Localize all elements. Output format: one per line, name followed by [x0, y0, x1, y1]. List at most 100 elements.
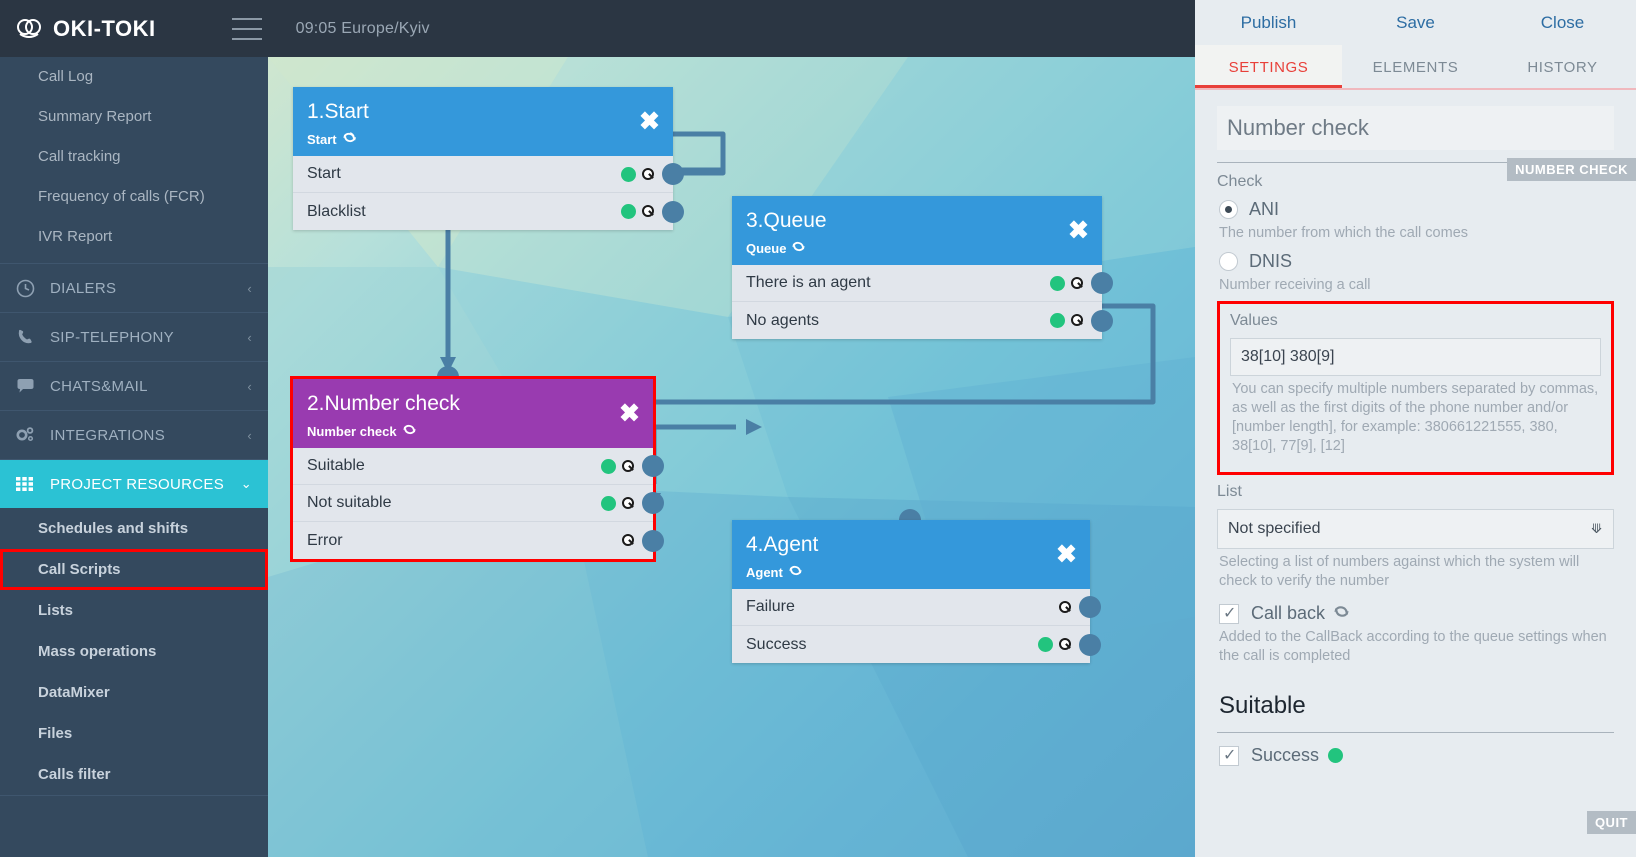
output-port[interactable]	[642, 529, 664, 552]
refresh-icon[interactable]	[789, 564, 802, 580]
radio-ani[interactable]	[1219, 200, 1238, 219]
list-select[interactable]: Not specified	[1217, 509, 1614, 549]
output-port[interactable]	[1079, 633, 1101, 656]
refresh-icon[interactable]	[402, 423, 416, 439]
sidebar-item-lists[interactable]: Lists	[38, 602, 74, 619]
key-icon[interactable]	[621, 459, 634, 473]
port-label: Failure	[746, 598, 795, 615]
sidebar: Call Log Summary Report Call tracking Fr…	[0, 57, 268, 857]
sidebar-item-datamixer[interactable]: DataMixer	[38, 684, 110, 701]
sidebar-item-call-log[interactable]: Call Log	[38, 68, 94, 85]
sidebar-item-mass-operations[interactable]: Mass operations	[38, 643, 157, 660]
callback-checkbox[interactable]	[1219, 603, 1239, 624]
tab-history[interactable]: HISTORY	[1527, 59, 1598, 76]
output-port[interactable]	[642, 455, 664, 477]
sidebar-group-chats-mail[interactable]: CHATS&MAIL ‹	[0, 362, 268, 411]
flowchart-canvas[interactable]: 1.Start Start ✖ Start Blacklist	[268, 57, 1195, 857]
node-port-row[interactable]: Error	[293, 522, 664, 559]
sidebar-item-frequency-of-calls[interactable]: Frequency of calls (FCR)	[38, 188, 205, 205]
port-label: Suitable	[307, 457, 365, 474]
phone-icon	[14, 326, 36, 348]
success-checkbox-row[interactable]: Success	[1219, 745, 1614, 766]
callback-checkbox-row[interactable]: Call back	[1219, 603, 1614, 624]
refresh-icon[interactable]	[1334, 603, 1349, 624]
element-title-input[interactable]	[1217, 106, 1614, 150]
output-port[interactable]	[662, 200, 684, 223]
panel-body: NUMBER CHECK Check ANI The number from w…	[1195, 90, 1636, 834]
output-port[interactable]	[1079, 596, 1101, 618]
chevron-left-icon: ‹	[247, 378, 252, 394]
output-port[interactable]	[662, 163, 684, 185]
sidebar-group-project-resources[interactable]: PROJECT RESOURCES ⌄	[0, 460, 268, 508]
success-label: Success	[1251, 745, 1344, 766]
key-icon[interactable]	[621, 496, 634, 510]
top-bar: OKI-TOKI 09:05 Europe/Kyiv	[0, 0, 1195, 57]
sidebar-item-ivr-report[interactable]: IVR Report	[38, 228, 113, 245]
close-x-icon[interactable]: ✖	[619, 399, 640, 427]
key-icon[interactable]	[1058, 600, 1071, 614]
gears-icon	[14, 424, 36, 446]
success-checkbox[interactable]	[1219, 745, 1239, 766]
values-section-highlight: Values You can specify multiple numbers …	[1217, 301, 1614, 475]
tab-elements[interactable]: ELEMENTS	[1372, 59, 1459, 76]
sidebar-item-call-scripts[interactable]: Call Scripts	[0, 549, 268, 590]
close-button[interactable]: Close	[1540, 12, 1585, 32]
sidebar-group-integrations[interactable]: INTEGRATIONS ‹	[0, 411, 268, 460]
refresh-icon[interactable]	[342, 131, 356, 147]
key-icon[interactable]	[1070, 276, 1083, 290]
clock-icon	[14, 277, 36, 299]
node-port-row[interactable]: There is an agent	[732, 265, 1113, 302]
flow-node-agent[interactable]: 4.Agent Agent ✖ Failure Success	[732, 520, 1101, 663]
output-port[interactable]	[1091, 272, 1113, 294]
status-dot-green	[1050, 275, 1065, 291]
flow-node-start[interactable]: 1.Start Start ✖ Start Blacklist	[293, 87, 684, 230]
brand[interactable]: OKI-TOKI	[14, 14, 156, 44]
sidebar-item-schedules-and-shifts[interactable]: Schedules and shifts	[38, 520, 189, 537]
settings-panel: Publish Save Close SETTINGS ELEMENTS HIS…	[1195, 0, 1636, 857]
key-icon[interactable]	[621, 534, 634, 547]
port-label: Start	[307, 165, 341, 182]
port-controls	[1050, 309, 1113, 332]
save-button[interactable]: Save	[1396, 12, 1435, 32]
output-port[interactable]	[1091, 309, 1113, 332]
node-port-row[interactable]: Suitable	[293, 448, 664, 485]
node-header: 1.Start Start ✖	[293, 87, 673, 156]
close-x-icon[interactable]: ✖	[1068, 216, 1089, 244]
tab-settings[interactable]: SETTINGS	[1195, 45, 1342, 88]
sidebar-group-sip-telephony[interactable]: SIP-TELEPHONY ‹	[0, 313, 268, 362]
publish-button[interactable]: Publish	[1240, 12, 1297, 32]
node-port-row[interactable]: Failure	[732, 589, 1101, 626]
output-port[interactable]	[642, 492, 664, 514]
node-header: 4.Agent Agent ✖	[732, 520, 1090, 589]
key-icon[interactable]	[641, 205, 654, 218]
port-controls	[1038, 633, 1101, 656]
hamburger-menu-icon[interactable]	[231, 17, 262, 40]
node-port-row[interactable]: No agents	[732, 302, 1113, 339]
sidebar-group-dialers[interactable]: DIALERS ‹	[0, 264, 268, 313]
node-port-row[interactable]: Blacklist	[293, 193, 684, 230]
radio-option-dnis[interactable]: DNIS	[1219, 251, 1614, 272]
sidebar-item-call-tracking[interactable]: Call tracking	[38, 148, 121, 165]
close-x-icon[interactable]: ✖	[639, 107, 660, 135]
flow-node-queue[interactable]: 3.Queue Queue ✖ There is an agent	[732, 196, 1113, 339]
port-controls	[621, 529, 664, 552]
key-icon[interactable]	[1070, 314, 1083, 327]
status-dot-green	[601, 458, 616, 474]
node-port-row[interactable]: Success	[732, 626, 1101, 663]
flow-node-number-check[interactable]: 2.Number check Number check ✖ Suitable	[290, 376, 664, 562]
key-icon[interactable]	[641, 167, 654, 181]
node-port-row[interactable]: Start	[293, 156, 684, 193]
values-input[interactable]	[1230, 338, 1601, 376]
status-dot-green	[621, 204, 636, 219]
close-x-icon[interactable]: ✖	[1056, 540, 1077, 568]
sidebar-item-summary-report[interactable]: Summary Report	[38, 108, 152, 125]
sidebar-item-files[interactable]: Files	[38, 725, 73, 742]
sidebar-group-label: SIP-TELEPHONY	[50, 328, 174, 346]
refresh-icon[interactable]	[792, 240, 806, 256]
node-port-row[interactable]: Not suitable	[293, 485, 664, 522]
key-icon[interactable]	[1058, 638, 1071, 651]
radio-option-ani[interactable]: ANI	[1219, 199, 1614, 220]
radio-dnis[interactable]	[1219, 252, 1238, 271]
sidebar-item-calls-filter[interactable]: Calls filter	[38, 766, 111, 783]
